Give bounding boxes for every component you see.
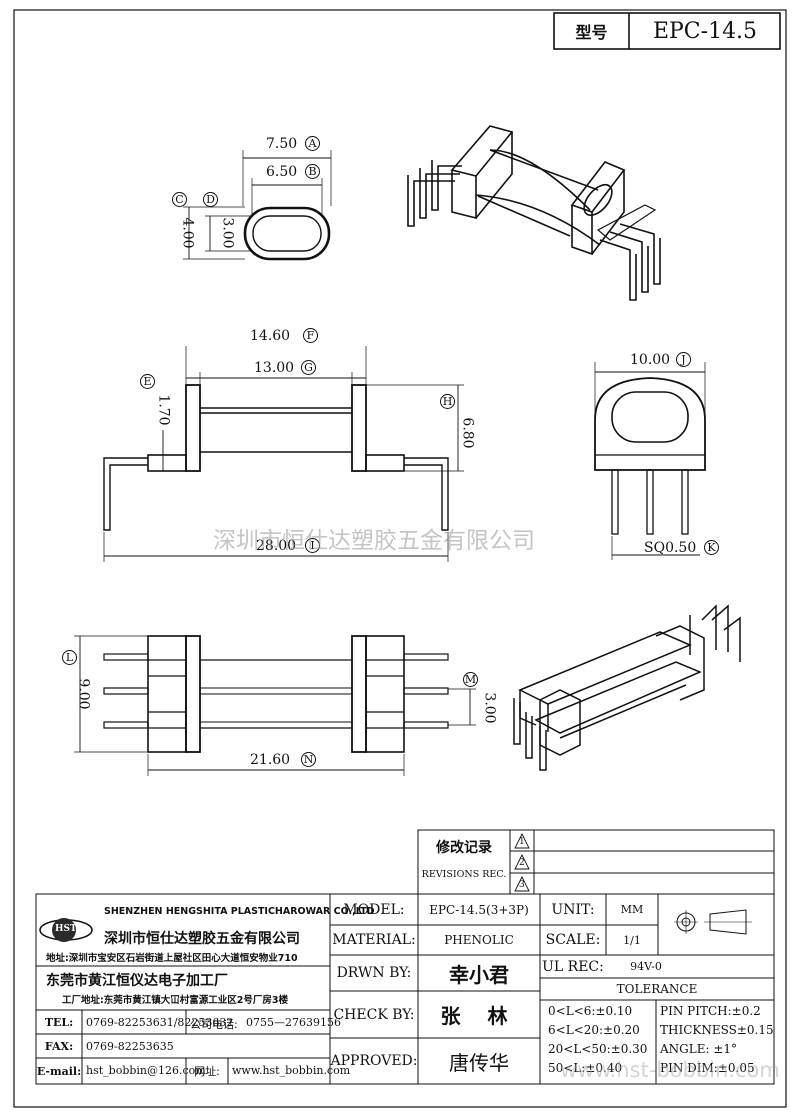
pin-spec-3: ANGLE: ±1° xyxy=(660,1042,738,1056)
logo-text: HST xyxy=(55,924,77,934)
tel-value: 0769-82253631/82253632 xyxy=(86,1016,234,1029)
revisions-title-en: REVISIONS REC. xyxy=(421,868,507,880)
dim-f-value: 14.60 xyxy=(250,328,291,344)
approved-label: APPROVED: xyxy=(330,1053,418,1069)
pin-spec-2: THICKNESS±0.15 xyxy=(660,1023,774,1037)
dim-n-letter: N xyxy=(301,752,316,767)
unit-value: MM xyxy=(620,903,644,916)
company-name-cn: 深圳市恒仕达塑胶五金有限公司 xyxy=(104,931,300,947)
end-view xyxy=(594,362,706,560)
ul-value: 94V-0 xyxy=(630,960,662,973)
dim-c-letter: C xyxy=(172,192,187,207)
fax-value: 0769-82253635 xyxy=(86,1040,174,1053)
isometric-view-bottom xyxy=(513,604,741,771)
dim-i-letter: I xyxy=(305,538,320,553)
phone-value: 0755—27639156 xyxy=(246,1016,341,1029)
model-header-box xyxy=(553,12,781,50)
dim-n-value: 21.60 xyxy=(250,752,291,768)
tolerance-row-4: 50<L:±0.40 xyxy=(548,1061,623,1075)
tolerance-row-2: 6<L<20:±0.20 xyxy=(548,1023,640,1037)
company-logo xyxy=(39,918,93,942)
dim-c-value: 4.00 xyxy=(179,217,196,249)
dim-f-letter: F xyxy=(303,328,318,343)
dim-m-letter: M xyxy=(463,672,478,687)
dim-k-value: SQ0.50 xyxy=(644,540,697,556)
factory-name: 东莞市黄江恒仪达电子加工厂 xyxy=(46,973,228,989)
dim-k-letter: K xyxy=(704,540,719,555)
material-label: MATERIAL: xyxy=(332,932,416,948)
dim-l-value: 9.00 xyxy=(75,678,92,710)
revision-mark-2: 2 xyxy=(519,858,525,868)
drawn-label: DRWN BY: xyxy=(336,965,412,981)
scale-label: SCALE: xyxy=(545,932,601,948)
company-watermark: 深圳市恒仕达塑胶五金有限公司 xyxy=(213,528,535,554)
dim-d-value: 3.00 xyxy=(219,217,236,249)
company-address: 地址:深圳市宝安区石岩街道上屋社区田心大道恒安物业710 xyxy=(46,953,298,964)
email-value: hst_bobbin@126.com xyxy=(86,1064,206,1077)
ul-label: UL REC: xyxy=(542,958,604,975)
oval-section-view xyxy=(183,150,332,261)
dim-h-letter: H xyxy=(440,394,455,409)
dim-b-letter: B xyxy=(305,164,320,179)
dim-b-value: 6.50 xyxy=(266,164,298,180)
revisions-title-cn: 修改记录 xyxy=(436,840,492,856)
dim-j-value: 10.00 xyxy=(630,352,671,368)
drawing-border xyxy=(13,9,787,1108)
dim-j-letter: J xyxy=(676,352,691,367)
material-value: PHENOLIC xyxy=(444,933,514,947)
approved-value: 唐传华 xyxy=(449,1050,509,1075)
dim-g-value: 13.00 xyxy=(254,360,295,376)
tolerance-label: TOLERANCE xyxy=(616,982,698,996)
tel-label: TEL: xyxy=(44,1015,74,1029)
web-label: 网址: xyxy=(194,1065,220,1078)
factory-address: 工厂地址:东莞市黄江镇大冚村富源工业区2号厂房3楼 xyxy=(62,995,289,1006)
dim-a-letter: A xyxy=(305,136,320,151)
tolerance-row-1: 0<L<6:±0.10 xyxy=(548,1004,633,1018)
dim-m-value: 3.00 xyxy=(481,692,498,724)
title-block-grid xyxy=(35,893,775,1085)
fax-label: FAX: xyxy=(44,1039,74,1053)
dim-h-value: 6.80 xyxy=(459,417,476,449)
check-label: CHECK BY: xyxy=(333,1006,415,1023)
dim-e-letter: E xyxy=(140,374,155,389)
front-view xyxy=(103,346,464,562)
model-label: MODEL: xyxy=(343,901,405,918)
revision-mark-3: 3 xyxy=(519,880,525,890)
email-label: E-mail: xyxy=(36,1064,82,1078)
dim-a-value: 7.50 xyxy=(266,136,298,152)
scale-value: 1/1 xyxy=(623,933,641,947)
model-header-value: EPC-14.5 xyxy=(652,18,758,44)
dim-d-letter: D xyxy=(203,192,218,207)
revision-mark-1: 1 xyxy=(519,837,525,847)
drawn-value: 幸小君 xyxy=(449,962,509,987)
dim-i-value: 28.00 xyxy=(256,538,297,554)
dim-e-value: 1.70 xyxy=(155,394,172,426)
dim-g-letter: G xyxy=(301,360,316,375)
pin-spec-1: PIN PITCH:±0.2 xyxy=(660,1004,761,1018)
check-value: 张 林 xyxy=(440,1004,518,1028)
model-header-label: 型号 xyxy=(575,23,608,42)
company-name-en: SHENZHEN HENGSHITA PLASTICHAROWAR CO.,LT… xyxy=(104,906,375,917)
tolerance-row-3: 20<L<50:±0.30 xyxy=(548,1042,648,1056)
dim-l-letter: L xyxy=(62,650,77,665)
web-value: www.hst_bobbin.com xyxy=(232,1064,351,1077)
unit-label: UNIT: xyxy=(551,901,595,918)
model-value: EPC-14.5(3+3P) xyxy=(429,902,529,917)
phone-label: 公司电话: xyxy=(190,1018,238,1031)
isometric-view-top xyxy=(407,125,661,301)
url-watermark: www.hst-bobbin.com xyxy=(560,1058,780,1082)
top-view xyxy=(74,635,476,776)
pin-spec-4: PIN DIM:±0.05 xyxy=(660,1061,755,1075)
